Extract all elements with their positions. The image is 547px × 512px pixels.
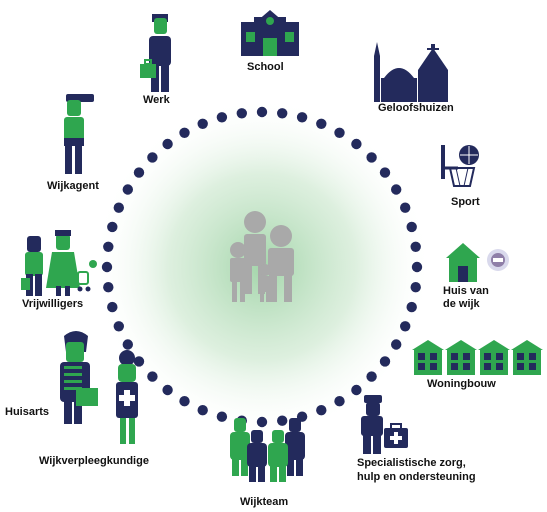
ring-dot [334, 127, 345, 138]
ring-dot [107, 301, 118, 313]
house-shape [445, 340, 477, 375]
ring-dot [162, 138, 173, 150]
ring-dot [107, 221, 118, 233]
label-specialistische-line1: Specialistische zorg, [357, 457, 466, 469]
label-huisarts: Huisarts [5, 406, 50, 418]
specialist-icon [361, 395, 408, 454]
ring-dot [103, 282, 114, 293]
ring-dot [103, 241, 114, 252]
ring-dot [197, 118, 208, 129]
school-building-icon [241, 10, 299, 56]
ring-dot [197, 405, 208, 416]
wijkagent-icon [64, 94, 94, 174]
label-geloofshuizen: Geloofshuizen [378, 102, 454, 114]
house-shape [511, 340, 543, 375]
ring-dot [316, 405, 327, 416]
label-sport: Sport [451, 196, 480, 208]
wijkverpleegkundige-icon [116, 350, 138, 444]
ring-dot [277, 108, 288, 119]
ring-dot [379, 167, 391, 178]
ring-dot [133, 167, 145, 178]
ring-dot [147, 152, 158, 163]
ring-dot [122, 339, 133, 350]
house-shape [412, 340, 444, 375]
ring-dot [366, 371, 377, 382]
label-wijkverpleegkundige: Wijkverpleegkundige [39, 455, 149, 467]
ring-dot [406, 301, 417, 313]
sport-basket-icon [441, 145, 479, 187]
ring-dot [400, 202, 411, 213]
ring-dot [179, 127, 190, 138]
ring-dot [316, 118, 327, 129]
ring-dot [216, 411, 228, 422]
label-huis-van-de-wijk-line2: de wijk [443, 298, 480, 310]
ring-dot [391, 339, 402, 350]
label-specialistische-line2: hulp en ondersteuning [357, 471, 476, 483]
ring-dot [366, 152, 377, 163]
label-school: School [247, 61, 284, 73]
label-wijkagent: Wijkagent [47, 180, 99, 192]
ring-dot [351, 384, 362, 396]
ring-dot [147, 371, 158, 382]
ring-dot [351, 138, 362, 150]
label-werk: Werk [143, 94, 170, 106]
ring-dot [256, 106, 268, 118]
ring-dot [411, 261, 423, 273]
huis-van-de-wijk-icon [446, 243, 509, 282]
label-wijkteam: Wijkteam [240, 496, 289, 508]
woningbouw-icon [412, 340, 543, 375]
wijkteam-icon [230, 418, 305, 482]
ring-dot [334, 396, 345, 407]
werk-person-icon [140, 14, 171, 92]
ring-dot [101, 261, 113, 273]
geloofshuizen-icon [374, 42, 448, 102]
ring-dot [113, 202, 125, 213]
label-woningbouw: Woningbouw [427, 378, 496, 390]
ring-dot [179, 396, 190, 407]
ring-dot [216, 112, 228, 123]
ring-dot [400, 321, 411, 332]
vrijwilligers-icon [21, 230, 97, 296]
ring-dot [379, 356, 391, 367]
ring-dot [113, 321, 125, 332]
ring-dot [162, 384, 173, 396]
ring-dot [296, 112, 308, 123]
ring-dot [256, 416, 268, 428]
ring-dot [410, 282, 421, 293]
ring-dot [410, 241, 421, 252]
huisarts-icon [60, 331, 98, 424]
house-shape [478, 340, 510, 375]
ring-dot [406, 221, 417, 233]
ring-dot [133, 356, 145, 367]
label-huis-van-de-wijk-line1: Huis van [443, 285, 489, 297]
family-icon [230, 211, 294, 302]
ring-dot [277, 415, 288, 426]
ring-dot [236, 108, 247, 119]
label-vrijwilligers: Vrijwilligers [22, 298, 84, 310]
ring-dot [391, 184, 402, 195]
dotted-circle [101, 106, 423, 428]
ring-dot [122, 184, 133, 195]
